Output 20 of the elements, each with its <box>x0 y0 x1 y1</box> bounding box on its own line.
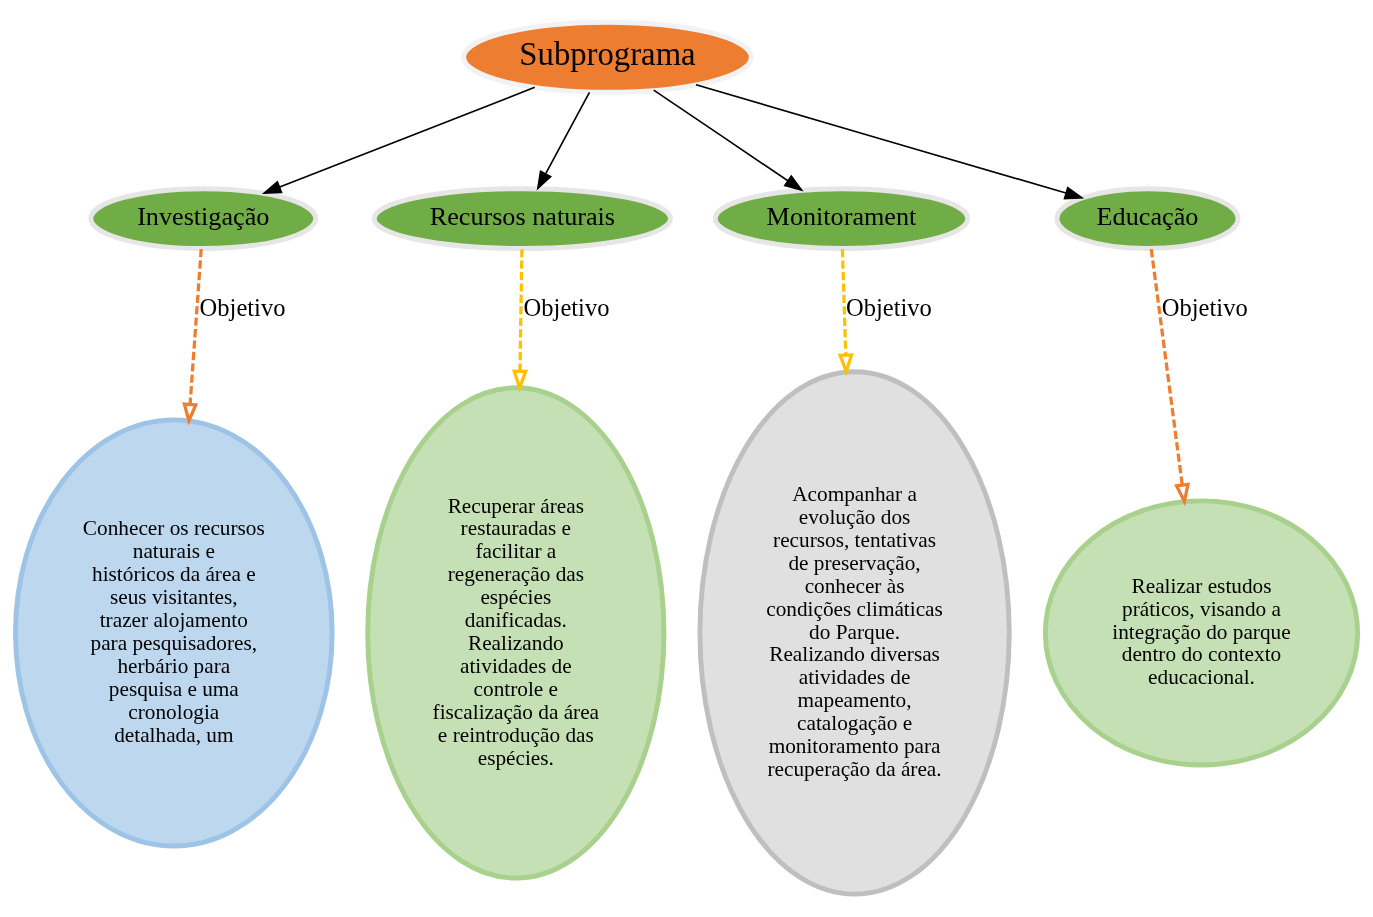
node-ellipse: Recuperar áreas restauradas e facilitar a regeneração das espécies danificadas. Realizando atividades de controle e fiscalização da área e reintrodução das espécies. <box>365 385 667 881</box>
arrow <box>837 249 854 377</box>
edge-label: Objetivo <box>199 293 286 321</box>
node-ellipse: Investigação <box>88 186 319 251</box>
node-ellipse: Conhecer os recursos naturais e históricos da área e seus visitantes, trazer alojamento para pesquisadores, herbário para pesquisa e uma cronologia detalhada, um <box>13 417 335 849</box>
arrow <box>652 89 804 192</box>
node-ellipse: Subprograma <box>461 19 754 95</box>
arrow <box>695 84 1085 200</box>
arrow <box>536 91 591 191</box>
node-ellipse: Monitorament <box>712 186 971 251</box>
edge-label: Objetivo <box>523 293 610 321</box>
arrow <box>261 86 536 195</box>
arrow <box>1149 248 1191 507</box>
arrow <box>511 249 529 393</box>
node-ellipse: Recursos naturais <box>371 186 673 251</box>
node-ellipse: Acompanhar a evolução dos recursos, tentativas de preservação, conhecer às condições climáticas do Parque. Realizando diversas atividades de mapeamento, catalogação e monitoramento para recuperação da área. <box>697 369 1012 897</box>
arrow <box>182 249 203 426</box>
edge-label: Objetivo <box>1161 293 1248 321</box>
node-ellipse: Realizar estudos práticos, visando a integração do parque dentro do contexto educacional. <box>1042 498 1361 768</box>
edge-label: Objetivo <box>846 293 932 321</box>
